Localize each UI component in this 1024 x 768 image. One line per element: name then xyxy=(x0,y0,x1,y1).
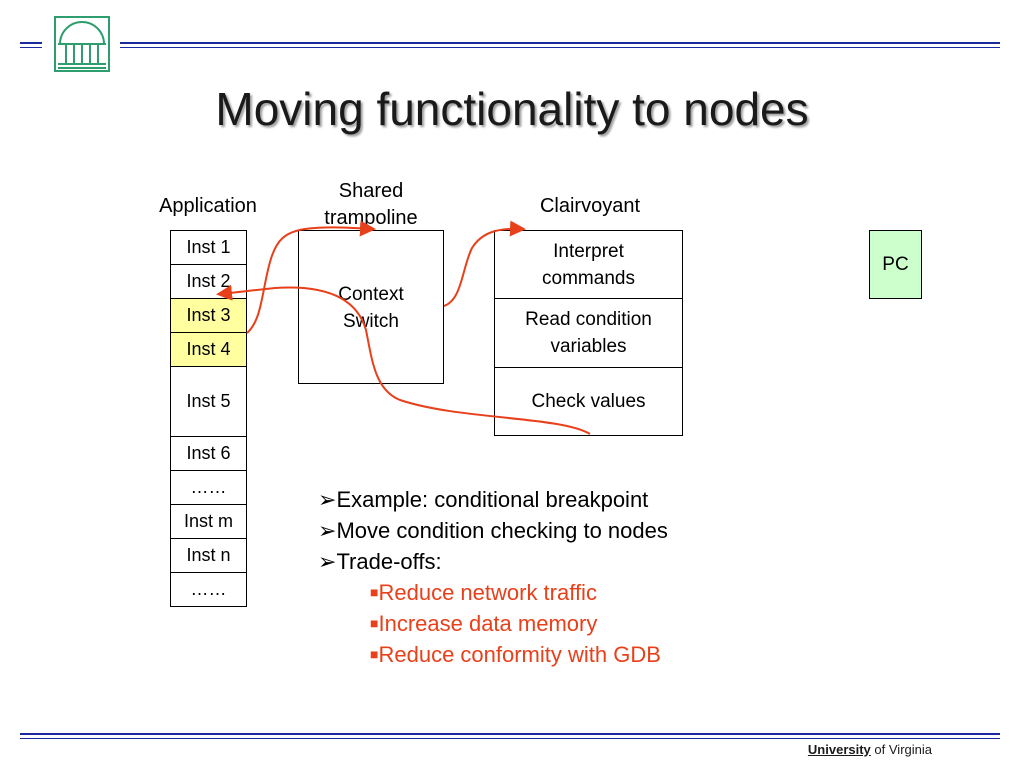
trampoline-switch: Switch xyxy=(343,311,399,332)
inst-cell: Inst m xyxy=(170,504,247,539)
clairvoyant-read-line2: variables xyxy=(550,336,627,357)
sub-bullet-item: ■Reduce network traffic xyxy=(370,580,597,605)
bottom-rule xyxy=(20,733,1000,735)
inst-cell-highlighted: Inst 3 xyxy=(170,298,247,333)
page-title: Moving functionality to nodes xyxy=(215,83,809,135)
rotunda-logo-icon xyxy=(54,16,110,72)
trampoline-label-line2: trampoline xyxy=(324,207,418,229)
clairvoyant-row-interpret xyxy=(494,230,683,299)
square-bullet-icon: ■ xyxy=(370,646,379,662)
bullet-item: ➢Example: conditional breakpoint xyxy=(318,487,649,512)
inst-cell: Inst 1 xyxy=(170,230,247,265)
footer-university: University of Virginia xyxy=(807,742,932,757)
square-bullet-icon: ■ xyxy=(370,615,379,631)
application-label: Application xyxy=(159,195,257,217)
arrow-check-to-trampoline xyxy=(216,284,591,435)
bottom-rule-thin xyxy=(20,738,1000,739)
pc-box xyxy=(869,230,922,299)
inst-cell: Inst n xyxy=(170,538,247,573)
inst-cell: Inst 6 xyxy=(170,436,247,471)
clairvoyant-check-line1: Check values xyxy=(531,391,646,412)
top-rule-left xyxy=(20,42,42,44)
arrow-trampoline-to-clairvoyant xyxy=(443,220,526,307)
clairvoyant-interpret-line1: Interpret xyxy=(553,241,624,262)
sub-bullet-item: ■Increase data memory xyxy=(370,611,598,636)
top-rule-left-thin xyxy=(20,47,42,48)
bullet-item: ➢Trade-offs: xyxy=(318,549,442,574)
trampoline-label-line1: Shared xyxy=(338,180,404,202)
top-rule-right-thin xyxy=(120,47,1000,48)
clairvoyant-interpret-line2: commands xyxy=(542,268,635,289)
arrow-bullet-icon: ➢ xyxy=(318,518,337,543)
square-bullet-icon: ■ xyxy=(370,584,379,600)
clairvoyant-row-check xyxy=(494,367,683,436)
inst-cell-highlighted: Inst 4 xyxy=(170,332,247,367)
arrow-bullet-icon: ➢ xyxy=(318,549,337,574)
arrow-inst3-to-trampoline xyxy=(246,220,376,334)
clairvoyant-read-line1: Read condition xyxy=(525,309,652,330)
arrow-bullet-icon: ➢ xyxy=(318,487,337,512)
sub-bullet-item: ■Reduce conformity with GDB xyxy=(370,642,661,667)
inst-cell: Inst 5 xyxy=(170,366,247,437)
top-rule-right xyxy=(120,42,1000,44)
trampoline-context: Context xyxy=(338,284,404,305)
inst-cell: …… xyxy=(170,572,247,607)
clairvoyant-label: Clairvoyant xyxy=(539,195,641,217)
bullet-item: ➢Move condition checking to nodes xyxy=(318,518,668,543)
pc-label: PC xyxy=(882,254,909,275)
